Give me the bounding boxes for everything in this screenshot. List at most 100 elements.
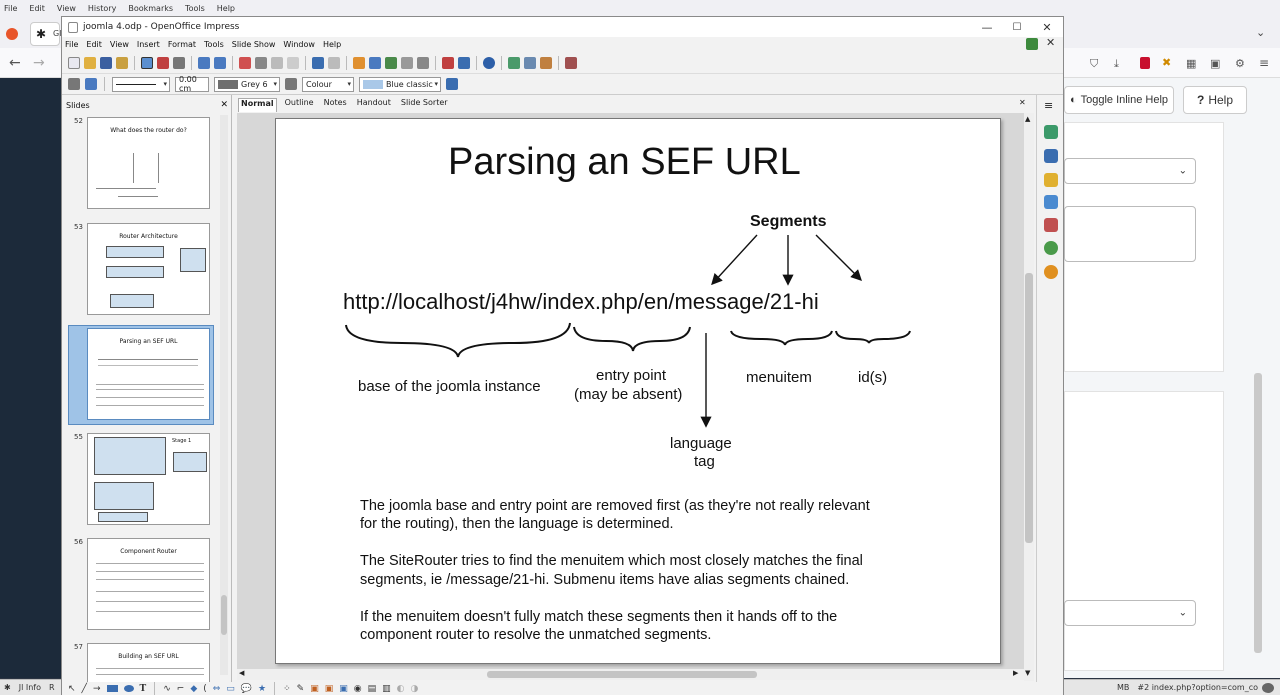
puzzle-icon[interactable]: ⚙: [1235, 57, 1245, 70]
browser-menu-bookmarks[interactable]: Bookmarks: [128, 3, 174, 13]
slide-title[interactable]: Parsing an SEF URL: [448, 141, 801, 183]
line-tool-icon[interactable]: ╱: [81, 683, 87, 694]
edit-mode-icon[interactable]: [141, 56, 153, 69]
browser-menu-view[interactable]: View: [56, 3, 76, 13]
slide-design-icon[interactable]: [540, 56, 552, 69]
gallery-icon[interactable]: [508, 56, 520, 69]
close-icon[interactable]: ✕: [1019, 98, 1026, 107]
clone-format-icon[interactable]: [287, 56, 299, 69]
cut-icon[interactable]: [239, 56, 251, 69]
tab-normal[interactable]: Normal: [238, 98, 277, 112]
taskbar-tab-text[interactable]: #2 index.php?option=com_co: [1137, 683, 1258, 692]
scroll-up-icon[interactable]: ▲: [1025, 115, 1031, 123]
language-label[interactable]: language: [670, 435, 732, 452]
close-icon[interactable]: ✕: [1042, 20, 1052, 34]
line-width-input[interactable]: 0.00 cm: [175, 75, 209, 93]
fontwork-icon[interactable]: ▣: [310, 683, 319, 694]
tag-label[interactable]: tag: [694, 453, 715, 470]
browser-menu-help[interactable]: Help: [216, 3, 236, 13]
taskbar-joomla-icon[interactable]: ✱: [4, 683, 11, 692]
hyperlink-icon[interactable]: [385, 56, 397, 69]
tab-slide-sorter[interactable]: Slide Sorter: [400, 98, 448, 107]
slide-thumbnail-52[interactable]: What does the router do?: [87, 117, 210, 209]
arrange-icon[interactable]: ▥: [382, 683, 391, 694]
scroll-down-icon[interactable]: ▼: [1025, 669, 1031, 677]
help-button[interactable]: ? Help: [1183, 86, 1247, 114]
paragraph-3-line-2[interactable]: component router to resolve the unmatche…: [360, 627, 712, 643]
curve-icon[interactable]: ∿: [163, 683, 171, 694]
tab-handout[interactable]: Handout: [356, 98, 391, 107]
extension-icon[interactable]: ▦: [1186, 57, 1197, 70]
symbol-shapes-icon[interactable]: (: [203, 683, 207, 694]
back-arrow-icon[interactable]: ←: [9, 55, 21, 71]
vertical-scrollbar-thumb[interactable]: [1025, 273, 1033, 543]
glue-points-icon[interactable]: ✎: [296, 683, 305, 694]
shadow-icon[interactable]: [446, 78, 458, 90]
tab-list-chevron-icon[interactable]: ⌄: [1256, 26, 1266, 39]
slide-thumbnail-55[interactable]: Stage 1: [87, 433, 210, 525]
paragraph-1-line-1[interactable]: The joomla base and entry point are remo…: [360, 498, 870, 514]
forward-arrow-icon[interactable]: →: [33, 55, 45, 71]
export-pdf-icon[interactable]: [157, 56, 169, 69]
close-icon[interactable]: ✕: [220, 100, 228, 110]
area-icon[interactable]: [285, 78, 297, 90]
grid-icon[interactable]: [401, 56, 413, 69]
tab-notes[interactable]: Notes: [323, 98, 347, 107]
menuitem-label[interactable]: menuitem: [746, 369, 812, 386]
tab-outline[interactable]: Outline: [284, 98, 314, 107]
base-label[interactable]: base of the joomla instance: [358, 378, 541, 395]
stars-icon[interactable]: ★: [258, 683, 267, 694]
extension-shield-icon[interactable]: [1140, 57, 1150, 69]
print-icon[interactable]: [173, 56, 185, 69]
line-style-select[interactable]: ▾: [112, 76, 170, 92]
gallery-tool-icon[interactable]: ▣: [339, 683, 348, 694]
joomla-select-1[interactable]: ⌄: [1064, 158, 1196, 184]
extension-tool-icon[interactable]: ✖: [1162, 56, 1172, 69]
select-arrow-icon[interactable]: ↖: [68, 683, 76, 694]
text-tool-icon[interactable]: T: [139, 683, 147, 694]
arrow-line-icon[interactable]: →: [92, 683, 101, 694]
properties-icon[interactable]: [1044, 125, 1058, 139]
menu-help[interactable]: Help: [322, 40, 342, 49]
custom-animation-icon[interactable]: [1044, 173, 1058, 187]
taskbar-jl-info[interactable]: Jl Info: [18, 683, 41, 692]
vertical-scrollbar[interactable]: ▲ ▼: [1024, 113, 1034, 681]
toggle-extrusion-icon[interactable]: ◑: [410, 683, 419, 694]
joomla-scrollbar[interactable]: [1254, 373, 1262, 653]
spellcheck-icon[interactable]: [198, 56, 210, 69]
connector-icon[interactable]: ⌐: [176, 683, 185, 694]
menu-file[interactable]: File: [65, 40, 79, 49]
update-icon[interactable]: [1026, 38, 1038, 50]
firefox-icon[interactable]: [6, 28, 18, 40]
paste-icon[interactable]: [271, 56, 283, 69]
menu-insert[interactable]: Insert: [136, 40, 160, 49]
new-document-icon[interactable]: [68, 56, 80, 69]
sidebar-menu-icon[interactable]: ≡: [1044, 99, 1054, 112]
open-folder-icon[interactable]: [84, 56, 96, 69]
hamburger-menu-icon[interactable]: ≡: [1259, 56, 1270, 70]
ids-label[interactable]: id(s): [858, 369, 888, 386]
rectangle-icon[interactable]: [106, 685, 118, 692]
navigator-icon[interactable]: [458, 56, 470, 69]
navigator-icon[interactable]: [1044, 265, 1058, 279]
master-pages-icon[interactable]: [1044, 149, 1058, 163]
paragraph-2-line-2[interactable]: segments, ie /message/21-hi. Submenu ite…: [360, 572, 850, 588]
help-icon[interactable]: [483, 56, 495, 69]
table-icon[interactable]: [369, 56, 381, 69]
download-icon[interactable]: ⤓: [1114, 57, 1119, 70]
slide-thumbnail-56[interactable]: Component Router: [87, 538, 210, 630]
browser-menu-edit[interactable]: Edit: [29, 3, 45, 13]
shadow-tool-icon[interactable]: ◐: [396, 683, 405, 694]
slide-editing-area[interactable]: Parsing an SEF URL Segments http://local…: [237, 113, 1034, 669]
slide-layout-icon[interactable]: [524, 56, 536, 69]
slide-thumbnail-53[interactable]: Router Architecture: [87, 223, 210, 315]
copy-icon[interactable]: [255, 56, 267, 69]
menu-edit[interactable]: Edit: [86, 40, 102, 49]
close-document-icon[interactable]: ✕: [1046, 36, 1056, 49]
autospell-icon[interactable]: [214, 56, 226, 69]
area-fill-select[interactable]: Blue classic ▾: [359, 76, 441, 92]
styles-icon[interactable]: [68, 78, 80, 90]
minimize-icon[interactable]: —: [981, 20, 993, 34]
menu-view[interactable]: View: [109, 40, 129, 49]
pocket-icon[interactable]: ⛉: [1090, 57, 1099, 70]
